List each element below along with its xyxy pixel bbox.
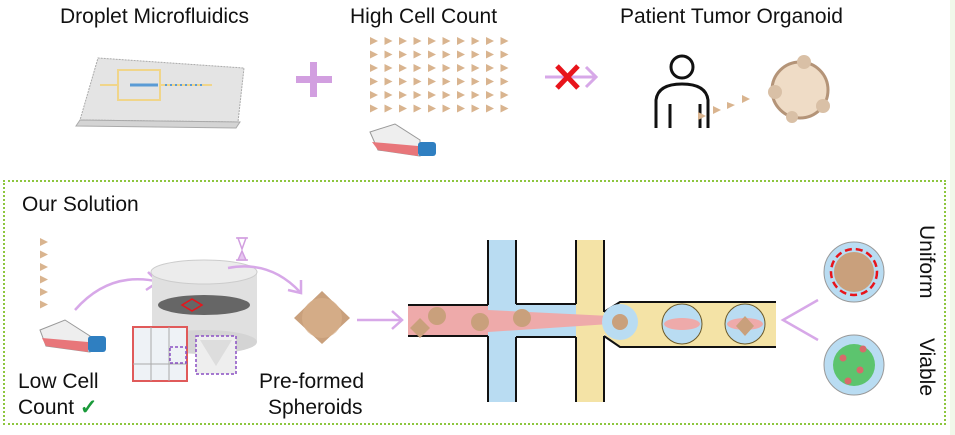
preformed-line1: Pre-formed [259, 370, 365, 393]
low-cell-count-line2: Count ✓ [18, 396, 98, 419]
cell-glyph [486, 104, 494, 113]
cell-glyph [457, 37, 465, 45]
check-icon: ✓ [79, 396, 98, 419]
cell-glyph [384, 104, 393, 113]
cell-glyph [457, 104, 465, 113]
cell-glyph [500, 104, 509, 113]
cell-glyph [384, 77, 393, 86]
curved-arrow-1 [74, 278, 161, 311]
cell-glyph [486, 91, 494, 99]
cell-glyph [384, 37, 393, 45]
cell-glyph [40, 288, 48, 296]
cell-glyph [399, 77, 407, 86]
cell-grid [370, 37, 509, 113]
cell-glyph [471, 104, 480, 113]
cell-glyph [399, 50, 407, 59]
uniform-label: Uniform [915, 225, 938, 299]
cell-glyph [399, 91, 407, 99]
cell-glyph [471, 91, 480, 99]
cell-glyph [442, 91, 451, 99]
cell-glyph [370, 91, 378, 99]
high-cell-count-title: High Cell Count [350, 5, 498, 28]
cell-glyph [370, 104, 378, 113]
cell-glyph [471, 64, 480, 72]
cell-glyph [428, 77, 436, 86]
cell-glyph [500, 50, 509, 59]
cell-glyph [471, 77, 480, 86]
cell-glyph [442, 37, 451, 45]
our-solution-title: Our Solution [22, 193, 139, 216]
cell-glyph [486, 50, 494, 59]
cell-glyph [413, 77, 422, 86]
low-count-flask-icon [39, 319, 106, 353]
cell-glyph [457, 91, 465, 99]
cell-glyph [442, 64, 451, 72]
cell-glyph [40, 250, 48, 259]
patient-tumor-organoid-title: Patient Tumor Organoid [620, 5, 843, 28]
culture-flask-icon [369, 123, 436, 157]
cell-glyph [500, 37, 509, 45]
cell-glyph [471, 37, 480, 45]
cell-glyph [370, 77, 378, 86]
cell-glyph [384, 91, 393, 99]
cell-glyph [486, 37, 494, 45]
microwell-zoom-inset [132, 326, 237, 382]
cell-glyph [442, 50, 451, 59]
plus-icon [296, 62, 332, 97]
droplet-microfluidics-title: Droplet Microfluidics [60, 5, 250, 28]
cell-glyph [40, 300, 48, 309]
preformed-line2: Spheroids [268, 396, 363, 419]
low-cell-column [40, 238, 48, 309]
our-solution-box [3, 180, 946, 425]
tumor-organoid-icon [768, 55, 830, 123]
cell-glyph [471, 50, 480, 59]
cell-glyph [413, 104, 422, 113]
uniform-droplet-icon [823, 241, 885, 303]
cell-glyph [40, 238, 48, 246]
cell-glyph [413, 91, 422, 99]
curved-arrow-2 [227, 265, 301, 293]
cell-glyph [500, 64, 509, 72]
hourglass-icon [236, 237, 248, 261]
cell-glyph [399, 64, 407, 72]
cell-glyph [428, 91, 436, 99]
preformed-spheroid-icon [294, 291, 350, 344]
microfluidic-channel-diagram [408, 240, 776, 402]
cell-glyph [40, 275, 48, 284]
cell-glyph [457, 77, 465, 86]
cell-glyph [428, 64, 436, 72]
split-arrows [780, 298, 819, 342]
cell-glyph [428, 104, 436, 113]
cell-glyph [486, 64, 494, 72]
cell-glyph [500, 77, 509, 86]
viable-droplet-icon [823, 334, 885, 396]
cell-glyph [442, 77, 451, 86]
cell-glyph [399, 104, 407, 113]
cell-glyph [486, 77, 494, 86]
cell-glyph [399, 37, 407, 45]
cell-glyph [370, 64, 378, 72]
viable-label: Viable [915, 338, 938, 396]
cell-glyph [413, 50, 422, 59]
microfluidic-chip-icon [75, 57, 245, 129]
cell-glyph [384, 50, 393, 59]
cell-glyph [413, 37, 422, 45]
cell-glyph [500, 91, 509, 99]
cell-glyph [413, 64, 422, 72]
cell-glyph [442, 104, 451, 113]
blocked-arrow-icon [545, 64, 599, 90]
cell-glyph [428, 50, 436, 59]
cell-trail [698, 95, 750, 120]
cell-glyph [40, 263, 48, 271]
low-cell-count-line1: Low Cell [18, 370, 99, 393]
low-cell-count-text: Count [18, 396, 75, 419]
cell-glyph [457, 64, 465, 72]
cell-glyph [370, 37, 378, 45]
cell-glyph [428, 37, 436, 45]
cell-glyph [384, 64, 393, 72]
cell-glyph [457, 50, 465, 59]
cell-glyph [370, 50, 378, 59]
